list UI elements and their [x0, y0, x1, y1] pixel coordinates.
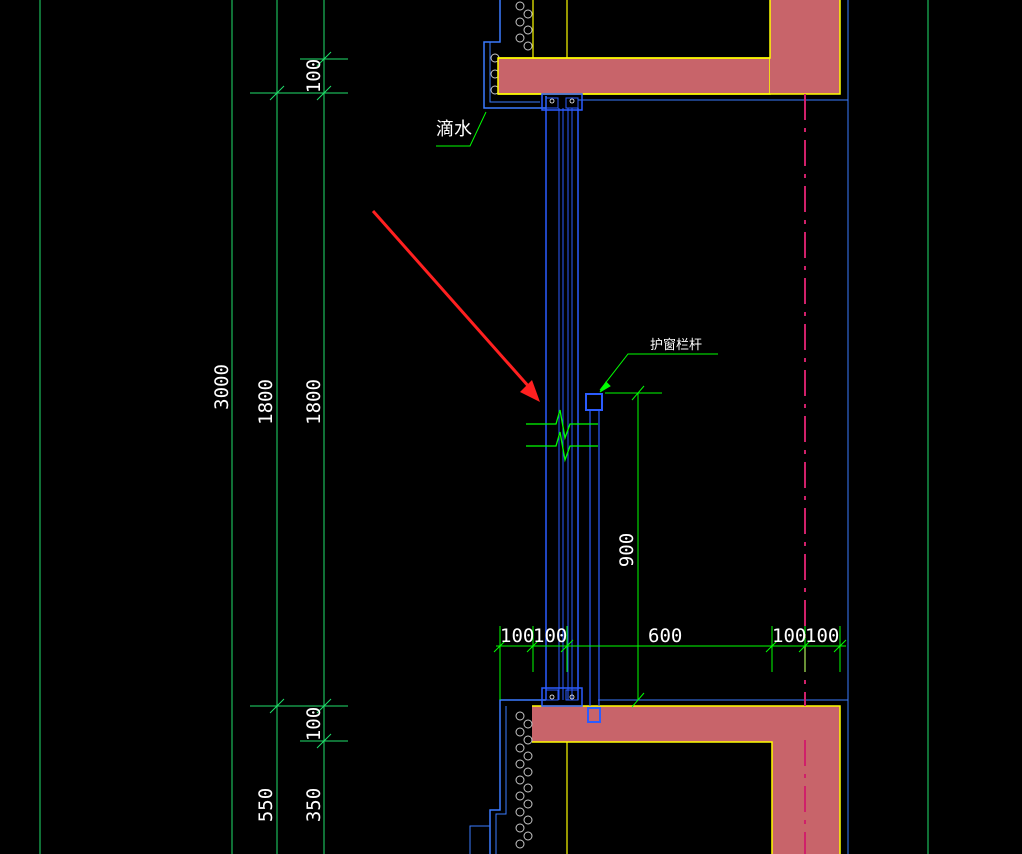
guard-rail-label: 护窗栏杆	[650, 337, 702, 353]
bottom-dimension-lines	[493, 626, 847, 700]
lower-wall	[469, 699, 849, 854]
dim-window-height-b: 1800	[303, 379, 325, 425]
left-grid-lines	[39, 0, 929, 854]
drip-leader	[436, 111, 487, 147]
dim-bottom-2: 100	[533, 625, 567, 647]
dim-sill-height-b: 350	[303, 788, 325, 822]
dim-sill-height-a: 550	[255, 788, 277, 822]
drip-label: 滴水	[436, 119, 472, 140]
window-top-detail	[549, 98, 575, 700]
window-frame	[541, 93, 603, 723]
dim-bottom-small: 100	[303, 707, 325, 741]
red-annotation-arrow	[371, 210, 540, 402]
room-outline	[578, 99, 849, 701]
upper-wall	[483, 0, 849, 109]
left-dimension-ticks	[250, 51, 348, 749]
guard-rail-leader	[599, 353, 718, 393]
break-line	[526, 409, 598, 463]
dim-top-small: 100	[303, 59, 325, 93]
dim-bottom-5: 100	[805, 625, 839, 647]
dim-total-height: 3000	[211, 364, 233, 410]
dim-bottom-1: 100	[500, 625, 534, 647]
dim-window-height-a: 1800	[255, 379, 277, 425]
dim-bottom-4: 100	[772, 625, 806, 647]
dim-900-lines	[605, 385, 662, 708]
dim-bottom-3: 600	[648, 625, 682, 647]
dim-guard-height: 900	[616, 533, 638, 567]
